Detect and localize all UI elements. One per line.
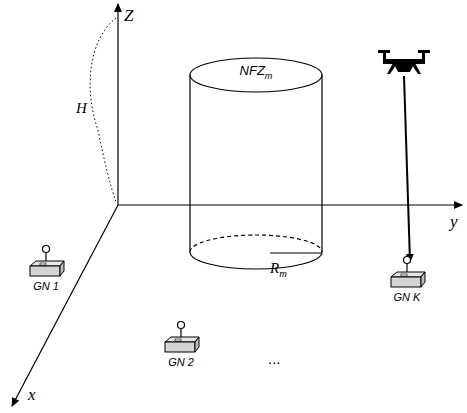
zone-label: NFZm bbox=[188, 63, 324, 81]
uav-icon bbox=[378, 50, 430, 74]
y-axis bbox=[118, 204, 462, 205]
axis-label: x bbox=[28, 385, 36, 405]
node-label: GN 1 bbox=[10, 280, 82, 292]
height-label: H bbox=[76, 100, 87, 117]
node-label: GN 2 bbox=[145, 356, 217, 368]
x-axis bbox=[12, 205, 118, 406]
ground-node: GN 2 bbox=[155, 320, 207, 368]
link-arrow bbox=[404, 76, 410, 262]
node-label: GN K bbox=[371, 291, 443, 303]
no-fly-zone-cylinder: NFZm bbox=[188, 55, 324, 271]
ground-node: GN K bbox=[381, 255, 433, 303]
height-arc bbox=[90, 18, 116, 202]
ground-node: GN 1 bbox=[20, 244, 72, 292]
z-axis bbox=[117, 4, 118, 205]
ellipsis: ... bbox=[268, 350, 281, 367]
axis-label: y bbox=[450, 212, 458, 232]
axis-label: Z bbox=[124, 6, 133, 26]
radius-label: Rm bbox=[270, 260, 287, 279]
